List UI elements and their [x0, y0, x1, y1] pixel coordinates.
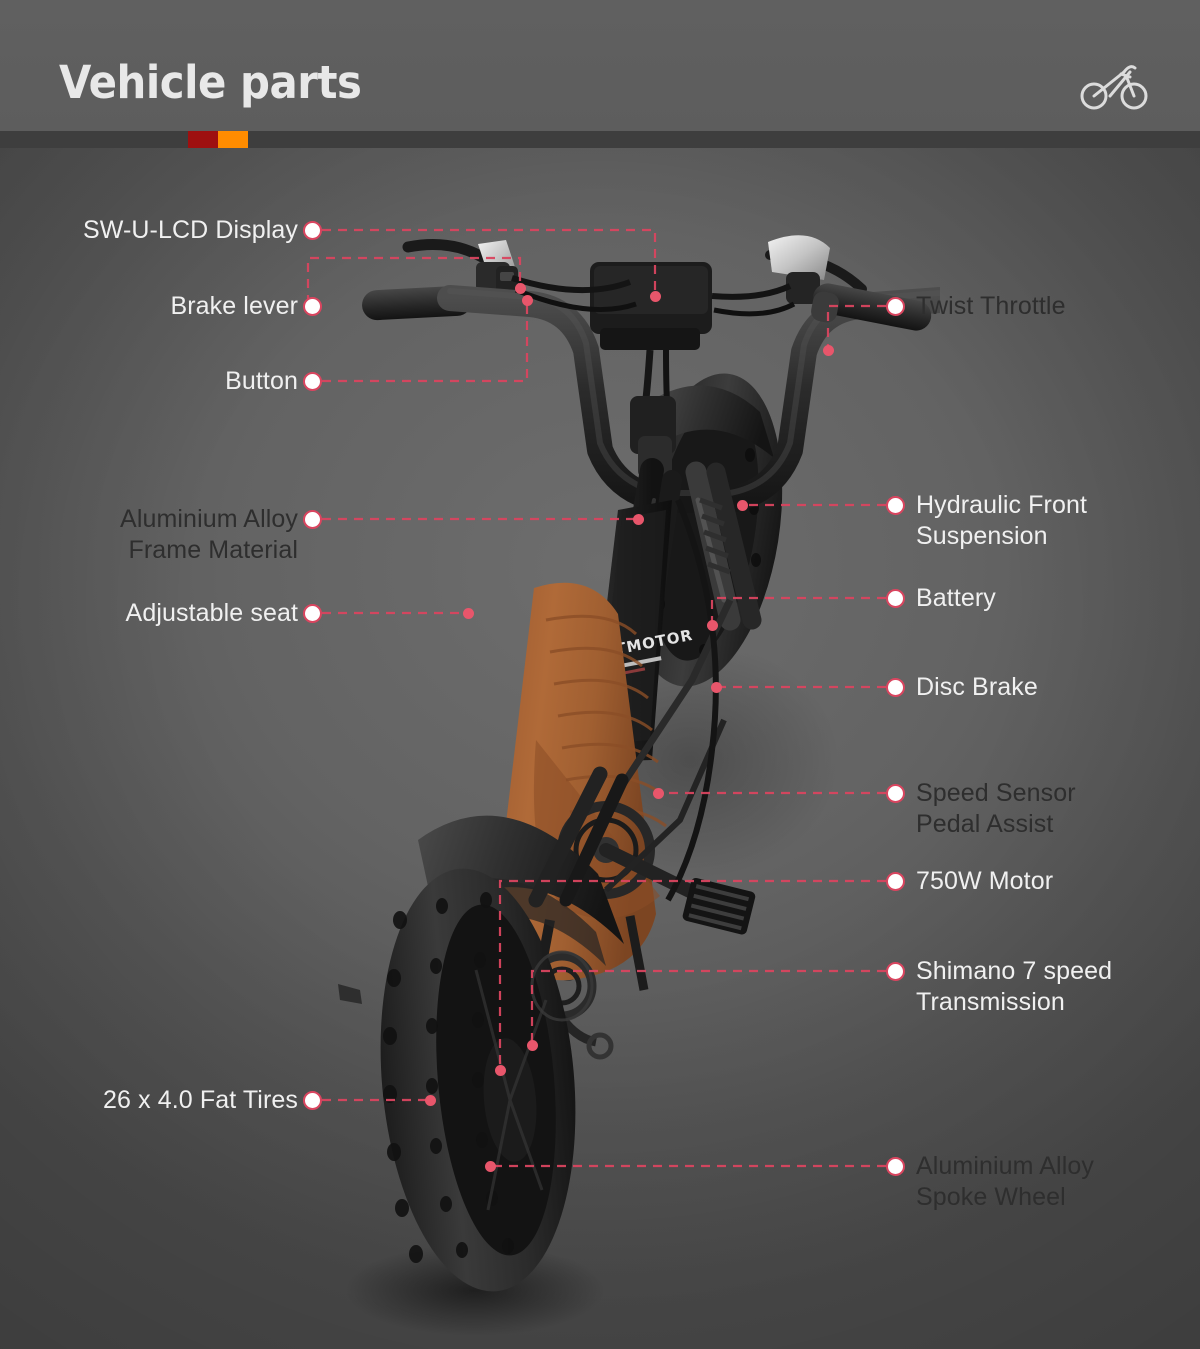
callout-label: Disc Brake [916, 673, 1038, 701]
callout-target-dot [527, 1040, 538, 1051]
callout-node[interactable] [303, 604, 322, 623]
bicycle-product-image: USTMOTOR [338, 235, 940, 1336]
page-title: Vehicle parts [59, 56, 362, 109]
callout-node[interactable] [303, 297, 322, 316]
callout-label: Battery [916, 584, 996, 612]
callout-target-dot [633, 514, 644, 525]
callout-target-dot [495, 1065, 506, 1076]
callout-node[interactable] [303, 1091, 322, 1110]
callout-node[interactable] [303, 510, 322, 529]
callout-target-dot [737, 500, 748, 511]
callout-label: Aluminium Alloy Spoke Wheel [916, 1152, 1094, 1211]
callout-node[interactable] [303, 221, 322, 240]
callout-node[interactable] [303, 372, 322, 391]
lcd-display-unit [590, 262, 712, 350]
callout-node[interactable] [886, 784, 905, 803]
callout-label: 750W Motor [916, 867, 1054, 895]
bicycle-icon [1080, 65, 1148, 110]
callout-node[interactable] [886, 297, 905, 316]
callout-node[interactable] [886, 496, 905, 515]
callout-target-dot [425, 1095, 436, 1106]
callout-label: Button [225, 367, 298, 395]
callout-label: 26 x 4.0 Fat Tires [103, 1086, 298, 1114]
callout-target-dot [463, 608, 474, 619]
callout-target-dot [650, 291, 661, 302]
accent-segment-red [188, 131, 218, 148]
callout-node[interactable] [886, 1157, 905, 1176]
callout-target-dot [522, 295, 533, 306]
front-wheel [338, 815, 624, 1292]
callout-label: Speed Sensor Pedal Assist [916, 779, 1076, 838]
callout-node[interactable] [886, 962, 905, 981]
callout-label: SW-U-LCD Display [82, 216, 298, 244]
callout-label: Adjustable seat [125, 599, 298, 627]
callout-target-dot [515, 283, 526, 294]
front-suspension [685, 461, 762, 631]
callout-label: Twist Throttle [916, 292, 1066, 320]
callout-node[interactable] [886, 678, 905, 697]
callout-target-dot [485, 1161, 496, 1172]
page-header: Vehicle parts [0, 0, 1200, 131]
callout-node[interactable] [886, 872, 905, 891]
callout-target-dot [823, 345, 834, 356]
callout-label: Brake lever [170, 292, 298, 320]
accent-segment-orange [218, 131, 248, 148]
callout-target-dot [653, 788, 664, 799]
callout-label: Shimano 7 speed Transmission [916, 957, 1113, 1016]
header-divider [0, 131, 1200, 148]
callout-label: Aluminium Alloy Frame Material [120, 505, 298, 564]
callout-label: Hydraulic Front Suspension [916, 491, 1087, 550]
callout-target-dot [707, 620, 718, 631]
callout-target-dot [711, 682, 722, 693]
callout-node[interactable] [886, 589, 905, 608]
